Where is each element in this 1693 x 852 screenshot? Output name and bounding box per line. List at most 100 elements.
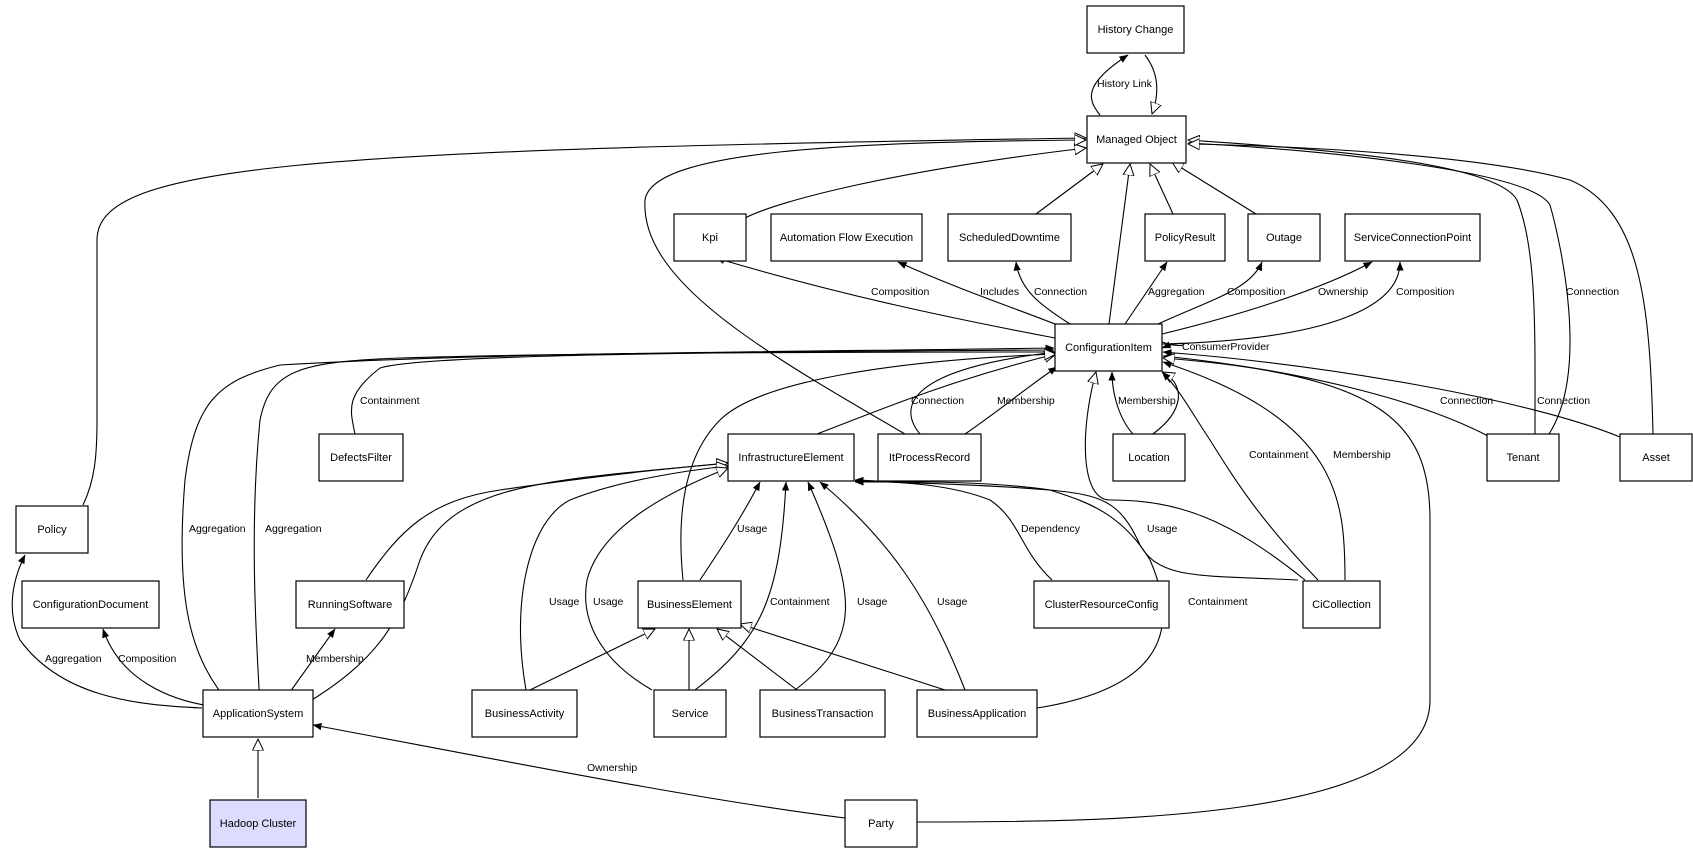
edge-label-bapp-containment: Containment [1188, 596, 1248, 608]
node-label: Service [672, 708, 709, 720]
edge-history-link [1090, 54, 1129, 116]
edge-label-itpr-membership: Membership [997, 395, 1055, 407]
edge-ci-includes-automation [897, 261, 1061, 327]
node-defects-filter[interactable]: DefectsFilter [318, 433, 404, 482]
edge-label-ci-scp-ownership: Ownership [1318, 286, 1368, 298]
node-service[interactable]: Service [653, 689, 727, 738]
edge-label-as-aggregation-1: Aggregation [189, 523, 246, 535]
node-cluster-resource-config[interactable]: ClusterResourceConfig [1033, 580, 1170, 629]
edge-label-ci-outage: Composition [1227, 286, 1286, 298]
edge-label-ci-automation: Includes [980, 286, 1019, 298]
node-location[interactable]: Location [1112, 433, 1186, 482]
node-label: BusinessElement [647, 599, 732, 611]
node-business-application[interactable]: BusinessApplication [916, 689, 1038, 738]
node-label: BusinessActivity [485, 708, 565, 720]
edge-label-be-usage: Usage [737, 523, 768, 535]
node-label: Tenant [1506, 452, 1539, 464]
node-asset[interactable]: Asset [1619, 433, 1693, 482]
edge-label-itpr-connection: Connection [911, 395, 964, 407]
node-history-change[interactable]: History Change [1086, 5, 1185, 54]
edge-as-aggregation-ci-2 [253, 348, 1055, 707]
node-label: RunningSoftware [308, 599, 392, 611]
node-service-connection-point[interactable]: ServiceConnectionPoint [1344, 213, 1481, 262]
edge-party-inherits-ci [915, 358, 1431, 823]
edge-label-ci-sched: Connection [1034, 286, 1087, 298]
node-ci-collection[interactable]: CiCollection [1302, 580, 1381, 629]
node-hadoop-cluster[interactable]: Hadoop Cluster [209, 799, 307, 848]
edge-svc-containment-ie [694, 481, 790, 691]
edge-label-cicol-usage: Usage [1147, 523, 1178, 535]
edge-label-ci-kpi: Composition [871, 286, 930, 298]
edge-ci-ownership-scp [1161, 261, 1373, 335]
node-automation-flow-execution[interactable]: Automation Flow Execution [770, 213, 923, 262]
node-running-software[interactable]: RunningSoftware [295, 580, 405, 629]
edge-bapp-containment-ie [854, 478, 1164, 709]
edge-tenant-connection-ci [1162, 353, 1491, 438]
node-business-activity[interactable]: BusinessActivity [471, 689, 578, 738]
edge-itpr-membership-ci [964, 366, 1058, 435]
node-outage[interactable]: Outage [1247, 213, 1321, 262]
edge-label-as-policy: Aggregation [45, 653, 102, 665]
node-policy-result[interactable]: PolicyResult [1144, 213, 1226, 262]
edge-itpr-connection-ci [910, 349, 1057, 435]
edge-bt-inherits-be [717, 629, 798, 691]
node-it-process-record[interactable]: ItProcessRecord [877, 433, 982, 482]
edge-label-svc-usage: Usage [593, 596, 624, 608]
edge-as-aggregation-policy [11, 554, 203, 709]
node-tenant[interactable]: Tenant [1486, 433, 1560, 482]
edge-cicol-usage-ie [854, 477, 1299, 581]
edge-cicol-membership-ci [1162, 361, 1346, 581]
edge-kpi-inherits-mo [744, 148, 1086, 219]
edge-label-bt-usage: Usage [857, 596, 888, 608]
edge-label-bapp-usage: Usage [937, 596, 968, 608]
edge-label-ci-scp-composition: Composition [1396, 286, 1455, 298]
edge-cicol-containment-ci [1161, 371, 1319, 581]
node-label: ApplicationSystem [213, 708, 304, 720]
node-policy[interactable]: Policy [15, 505, 89, 554]
node-infrastructure-element[interactable]: InfrastructureElement [727, 433, 855, 482]
node-label: Outage [1266, 232, 1302, 244]
node-party[interactable]: Party [844, 799, 918, 848]
node-label: ServiceConnectionPoint [1354, 232, 1471, 244]
edge-ie-inherits-ci [816, 354, 1056, 435]
node-configuration-document[interactable]: ConfigurationDocument [21, 580, 160, 629]
edge-ci-inherits-mo [1108, 164, 1130, 325]
node-business-transaction[interactable]: BusinessTransaction [759, 689, 886, 738]
node-label: PolicyResult [1155, 232, 1216, 244]
edge-be-usage-ie [699, 481, 761, 581]
edge-ba-usage-ie [520, 466, 728, 691]
node-label: Asset [1642, 452, 1670, 464]
node-label: ItProcessRecord [889, 452, 970, 464]
node-label: BusinessTransaction [772, 708, 874, 720]
node-application-system[interactable]: ApplicationSystem [202, 689, 314, 738]
edge-ci-connection-sched [1013, 261, 1071, 325]
edge-asset-inherits-mo [1188, 144, 1654, 435]
node-label: Kpi [702, 232, 718, 244]
node-label: Hadoop Cluster [220, 818, 297, 830]
edge-label-crc-dependency: Dependency [1021, 523, 1081, 535]
edge-tenant-connection-mo [1187, 139, 1571, 435]
edge-label-as-aggregation-2: Aggregation [265, 523, 322, 535]
node-scheduled-downtime[interactable]: ScheduledDowntime [947, 213, 1072, 262]
edge-label-as-rs: Membership [306, 653, 364, 665]
edge-label-history-link: History Link [1097, 78, 1153, 90]
node-kpi[interactable]: Kpi [673, 213, 747, 262]
node-managed-object[interactable]: Managed Object [1086, 115, 1187, 164]
edge-label-tenant-mo: Connection [1566, 286, 1619, 298]
edge-label-ci-self: ConsumerProvider [1182, 341, 1270, 353]
node-label: Automation Flow Execution [780, 232, 913, 244]
edge-policy-inherits-mo [82, 138, 1086, 506]
node-label: ClusterResourceConfig [1045, 599, 1159, 611]
edge-as-inherits-ie [301, 463, 728, 707]
edge-party-ownership-as [312, 723, 846, 819]
edge-asset-connection-ci [1162, 349, 1621, 438]
node-label: InfrastructureElement [738, 452, 843, 464]
node-label: Party [868, 818, 894, 830]
node-configuration-item[interactable]: ConfigurationItem [1054, 323, 1163, 372]
edge-cicol-inherits-ci [1084, 372, 1306, 581]
edge-label-cicol-containment: Containment [1249, 449, 1309, 461]
edge-sched-inherits-mo [1035, 164, 1103, 215]
edge-bt-usage-ie [794, 481, 846, 691]
node-business-element[interactable]: BusinessElement [637, 580, 742, 629]
